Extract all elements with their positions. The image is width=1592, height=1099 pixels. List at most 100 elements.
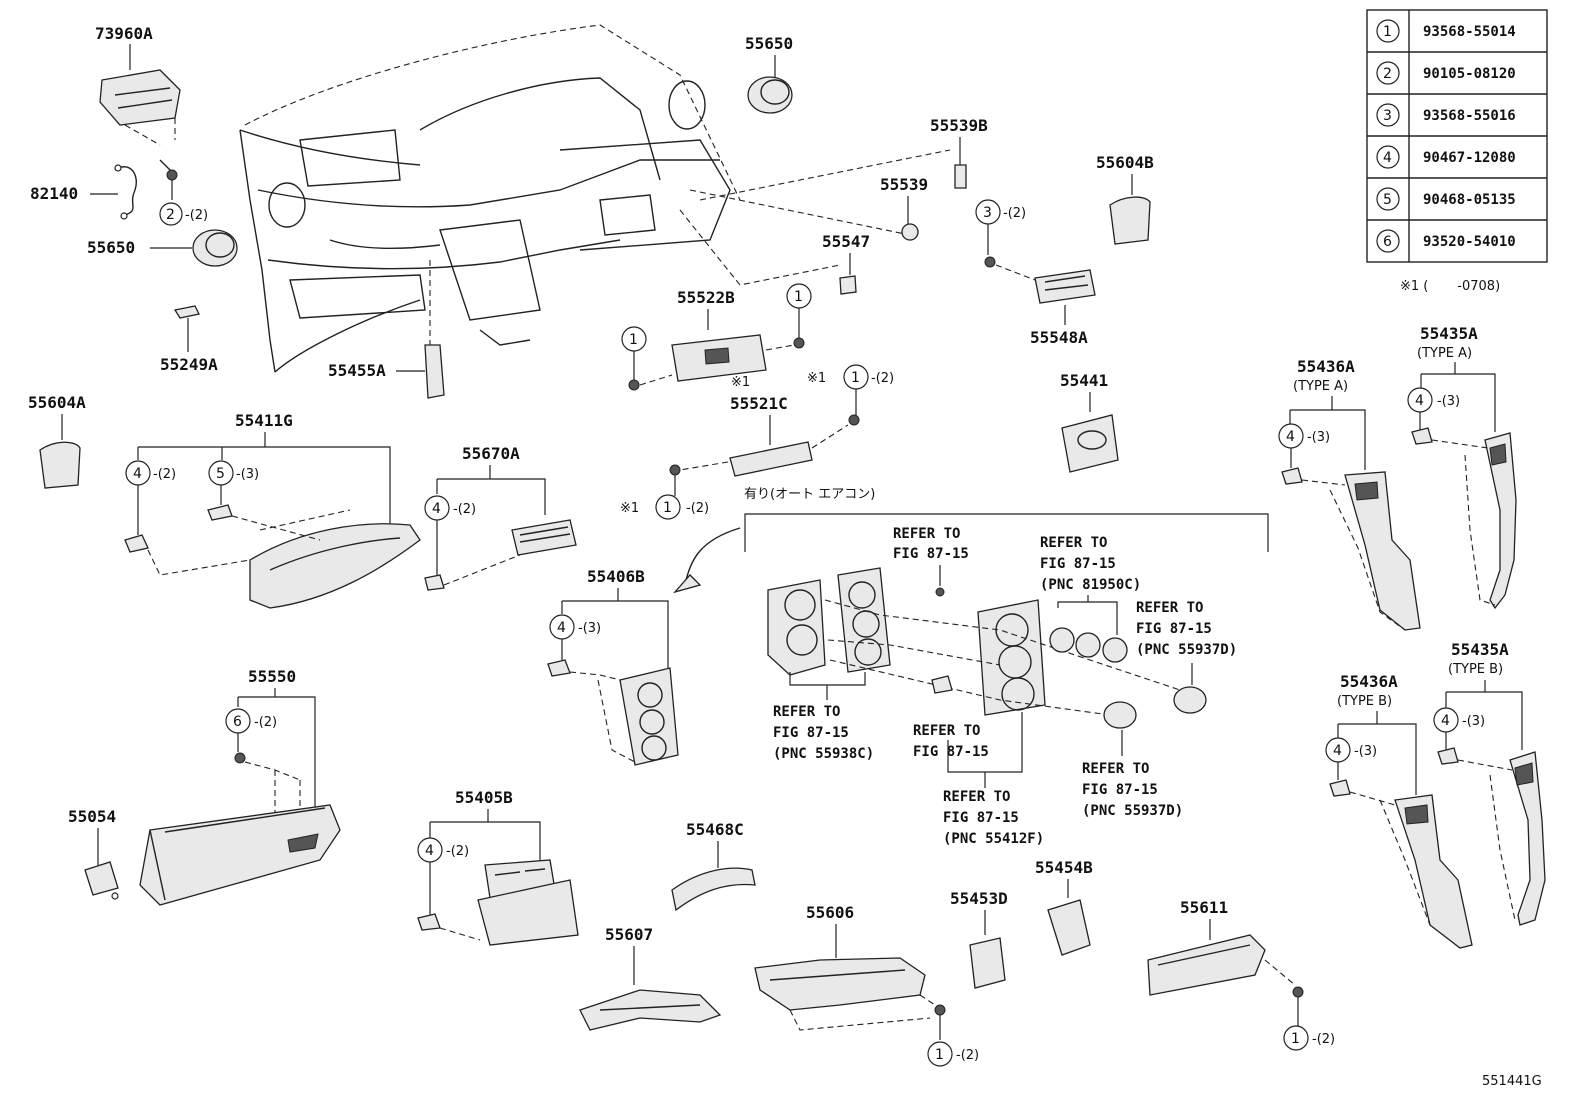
svg-text:55611: 55611 — [1180, 898, 1228, 917]
part-55436A-type-b: 55436A (TYPE B) 4 -(3) — [1325, 672, 1473, 949]
svg-text:1: 1 — [1383, 24, 1392, 40]
svg-text:-(2): -(2) — [1312, 1032, 1335, 1047]
svg-text:FIG 87-15: FIG 87-15 — [1136, 621, 1212, 637]
svg-text:55249A: 55249A — [160, 355, 218, 374]
svg-text:FIG 87-15: FIG 87-15 — [1082, 782, 1158, 798]
part-55406B: 55406B 4 -(3) — [547, 567, 679, 766]
climate-control-assembly — [767, 565, 1207, 788]
svg-text:FIG 87-15: FIG 87-15 — [913, 744, 989, 760]
part-55604A: 55604A — [28, 393, 86, 489]
svg-text:(PNC 81950C): (PNC 81950C) — [1040, 577, 1141, 593]
svg-text:4: 4 — [1333, 743, 1342, 759]
svg-text:-(3): -(3) — [1307, 430, 1330, 445]
svg-text:-(2): -(2) — [185, 208, 208, 223]
part-55249A: 55249A — [160, 305, 218, 374]
svg-text:(TYPE B): (TYPE B) — [1448, 662, 1503, 677]
part-55435A-type-a: 55435A (TYPE A) 4 -(3) — [1407, 324, 1517, 610]
svg-text:55441: 55441 — [1060, 371, 1108, 390]
svg-text:55453D: 55453D — [950, 889, 1008, 908]
part-55405B: 55405B 4 -(2) — [417, 788, 579, 946]
table-row: 2 90105-08120 — [1376, 61, 1516, 85]
svg-text:-(3): -(3) — [1354, 744, 1377, 759]
svg-text:REFER TO: REFER TO — [1136, 600, 1203, 616]
part-55453D: 55453D — [950, 889, 1008, 989]
part-55455A: 55455A — [328, 344, 445, 399]
svg-text:55522B: 55522B — [677, 288, 735, 307]
svg-text:1: 1 — [663, 500, 672, 516]
svg-text:55604B: 55604B — [1096, 153, 1154, 172]
table-row: 3 93568-55016 — [1376, 103, 1516, 127]
instrument-panel-illustration — [239, 24, 951, 373]
svg-text:55405B: 55405B — [455, 788, 513, 807]
refer-note-2: REFER TO FIG 87-15 (PNC 81950C) — [1040, 535, 1141, 593]
part-55607: 55607 — [579, 925, 722, 1031]
svg-text:※1: ※1 — [731, 375, 750, 390]
svg-text:55547: 55547 — [822, 232, 870, 251]
part-55411G: 55411G 4 -(2) 5 -(3) — [124, 411, 421, 609]
svg-text:-(2): -(2) — [453, 502, 476, 517]
svg-text:55604A: 55604A — [28, 393, 86, 412]
fastener-callout-2: 2 -(2) — [159, 159, 208, 226]
refer-note-4: REFER TO FIG 87-15 (PNC 55938C) — [773, 704, 874, 762]
svg-text:55435A: 55435A — [1420, 324, 1478, 343]
refer-note-1: REFER TO FIG 87-15 — [893, 526, 969, 562]
svg-text:-(2): -(2) — [254, 715, 277, 730]
svg-text:REFER TO: REFER TO — [893, 526, 960, 542]
svg-text:55606: 55606 — [806, 903, 854, 922]
svg-text:90468-05135: 90468-05135 — [1423, 192, 1516, 208]
part-55604B: 55604B — [1096, 153, 1154, 245]
svg-text:FIG 87-15: FIG 87-15 — [773, 725, 849, 741]
svg-text:55436A: 55436A — [1340, 672, 1398, 691]
part-55606: 55606 1 -(2) — [754, 903, 979, 1067]
svg-text:1: 1 — [1291, 1031, 1300, 1047]
svg-text:55521C: 55521C — [730, 394, 788, 413]
svg-text:1: 1 — [851, 370, 860, 386]
svg-text:90467-12080: 90467-12080 — [1423, 150, 1516, 166]
svg-text:55539B: 55539B — [930, 116, 988, 135]
svg-text:55455A: 55455A — [328, 361, 386, 380]
refer-note-7: REFER TO FIG 87-15 (PNC 55937D) — [1082, 761, 1183, 819]
part-55454B: 55454B — [1035, 858, 1093, 956]
svg-text:4: 4 — [1415, 393, 1424, 409]
svg-text:4: 4 — [432, 501, 441, 517]
svg-text:55406B: 55406B — [587, 567, 645, 586]
part-55441: 55441 — [1060, 371, 1119, 473]
svg-text:55607: 55607 — [605, 925, 653, 944]
svg-text:有り(オート エアコン): 有り(オート エアコン) — [744, 487, 875, 502]
part-55547: 55547 — [822, 232, 870, 295]
part-73960A: 73960A — [95, 24, 181, 146]
svg-text:55411G: 55411G — [235, 411, 293, 430]
svg-text:※1: ※1 — [620, 501, 639, 516]
svg-text:-(2): -(2) — [871, 371, 894, 386]
svg-text:-(3): -(3) — [1437, 394, 1460, 409]
svg-text:55650: 55650 — [745, 34, 793, 53]
svg-text:93568-55014: 93568-55014 — [1423, 24, 1516, 40]
svg-text:2: 2 — [166, 207, 175, 223]
svg-text:(TYPE A): (TYPE A) — [1417, 346, 1472, 361]
svg-text:FIG 87-15: FIG 87-15 — [943, 810, 1019, 826]
svg-text:5: 5 — [1383, 192, 1392, 208]
part-55436A-type-a: 55436A (TYPE A) 4 -(3) — [1278, 357, 1421, 631]
svg-text:5: 5 — [216, 466, 225, 482]
svg-text:1: 1 — [935, 1047, 944, 1063]
svg-text:93520-54010: 93520-54010 — [1423, 234, 1516, 250]
svg-text:-(2): -(2) — [446, 844, 469, 859]
svg-text:93568-55016: 93568-55016 — [1423, 108, 1516, 124]
table-row: 1 93568-55014 — [1376, 19, 1516, 43]
part-55468C: 55468C — [671, 820, 756, 912]
svg-text:REFER TO: REFER TO — [1040, 535, 1107, 551]
svg-text:-(2): -(2) — [686, 501, 709, 516]
part-82140: 82140 — [30, 164, 137, 220]
part-55521C: ※1 1 -(2) 55521C ※1 1 -(2) — [620, 364, 894, 520]
svg-text:(PNC 55937D): (PNC 55937D) — [1082, 803, 1183, 819]
part-55522B: 55522B 1 1 ※1 — [621, 283, 812, 391]
svg-text:FIG 87-15: FIG 87-15 — [1040, 556, 1116, 572]
svg-text:※1: ※1 — [807, 371, 826, 386]
part-55650-top: 55650 — [745, 34, 793, 114]
auto-ac-group: 有り(オート エアコン) — [673, 487, 1269, 594]
svg-text:1: 1 — [794, 289, 803, 305]
svg-text:55539: 55539 — [880, 175, 928, 194]
figure-code: 551441G — [1482, 1074, 1542, 1089]
svg-text:3: 3 — [983, 205, 992, 221]
